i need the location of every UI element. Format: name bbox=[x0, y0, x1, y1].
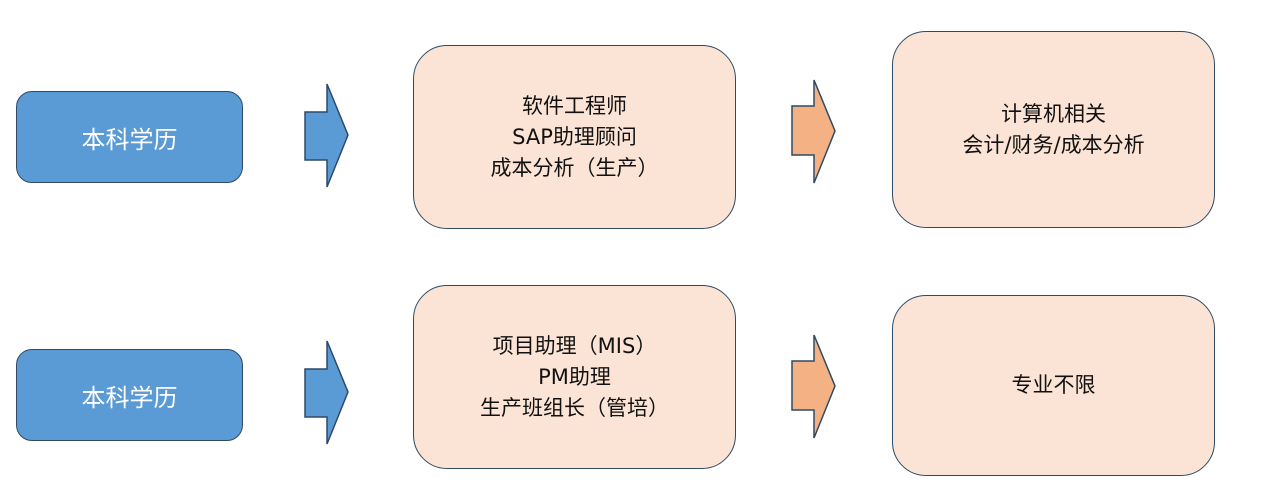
education-label: 本科学历 bbox=[81, 383, 178, 412]
positions-box-row2: 项目助理（MIS） PM助理 生产班组长（管培） bbox=[413, 285, 736, 469]
education-label: 本科学历 bbox=[81, 125, 178, 154]
arrow-right-icon bbox=[304, 340, 349, 445]
position-item: 软件工程师 bbox=[522, 93, 627, 118]
majors-box-row2: 专业不限 bbox=[892, 295, 1215, 476]
education-box-row1: 本科学历 bbox=[16, 91, 243, 183]
education-box-row2: 本科学历 bbox=[16, 349, 243, 441]
major-item: 计算机相关 bbox=[1001, 101, 1106, 126]
position-item: 生产班组长（管培） bbox=[480, 395, 669, 420]
position-item: 项目助理（MIS） bbox=[492, 333, 657, 358]
major-item: 专业不限 bbox=[1011, 373, 1096, 397]
position-item: 成本分析（生产） bbox=[490, 155, 659, 180]
position-item: SAP助理顾问 bbox=[512, 124, 637, 149]
major-item: 会计/财务/成本分析 bbox=[962, 132, 1145, 157]
arrow-right-icon bbox=[304, 83, 349, 188]
arrow-right-icon bbox=[791, 334, 836, 439]
position-item: PM助理 bbox=[538, 364, 611, 389]
majors-box-row1: 计算机相关 会计/财务/成本分析 bbox=[892, 31, 1215, 228]
arrow-right-icon bbox=[791, 79, 836, 184]
positions-box-row1: 软件工程师 SAP助理顾问 成本分析（生产） bbox=[413, 45, 736, 229]
